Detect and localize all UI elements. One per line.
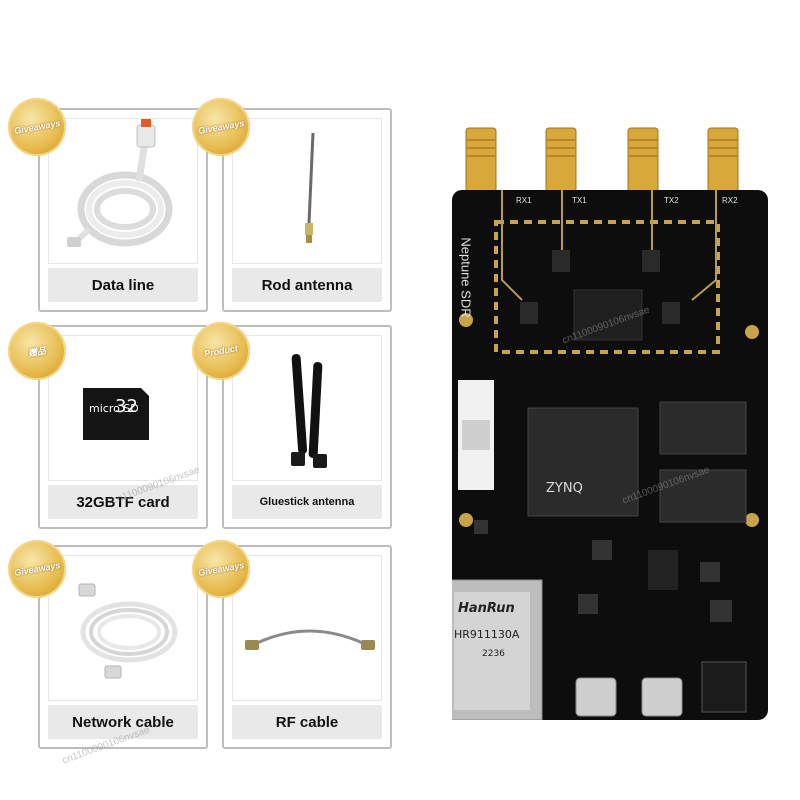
accessory-label: 32GBTF card xyxy=(48,485,198,519)
port-label-rx1: RX1 xyxy=(516,196,532,205)
gluestick-antenna-photo xyxy=(232,335,382,481)
eth-model-label: HR911130A xyxy=(454,628,520,641)
eth-code-label: 2236 xyxy=(482,649,505,659)
fpga-label: ZYNQ xyxy=(546,481,583,496)
product-badge: Product xyxy=(192,322,250,380)
rod-antenna-photo xyxy=(232,118,382,264)
giveaway-badge: Giveaways xyxy=(8,98,66,156)
board-name-label: Neptune SDR xyxy=(458,237,474,318)
accessory-label: Gluestick antenna xyxy=(232,485,382,519)
accessory-label: RF cable xyxy=(232,705,382,739)
tf-card-sub-text: micro SD xyxy=(89,402,139,415)
accessory-card-rod-antenna: Rod antenna xyxy=(222,108,392,312)
network-cable-photo xyxy=(48,555,198,701)
accessory-label: Network cable xyxy=(48,705,198,739)
accessory-card-data-line: Data line xyxy=(38,108,208,312)
accessory-card-rf-cable: RF cable xyxy=(222,545,392,749)
tf-card-capacity-text: 32 xyxy=(115,396,138,417)
usb-cable-photo xyxy=(48,118,198,264)
accessory-label: Rod antenna xyxy=(232,268,382,302)
rf-cable-photo xyxy=(232,555,382,701)
eth-brand-label: HanRun xyxy=(458,601,515,616)
accessory-card-network-cable: Network cable xyxy=(38,545,208,749)
port-label-rx2: RX2 xyxy=(722,196,738,205)
giveaway-badge: Giveaways xyxy=(192,540,250,598)
giveaway-badge: Giveaways xyxy=(192,98,250,156)
sdr-board: ZYNQ HanRun HR911130A 2236 Neptune SDR R… xyxy=(441,190,768,721)
port-label-tx1: TX1 xyxy=(572,196,587,205)
port-label-tx2: TX2 xyxy=(664,196,679,205)
gift-badge: 赠品 xyxy=(8,322,66,380)
giveaway-badge: Giveaways xyxy=(8,540,66,598)
accessory-card-tf-card: micro SD 32 32GBTF card xyxy=(38,325,208,529)
accessory-card-gluestick-antenna: Gluestick antenna xyxy=(222,325,392,529)
accessory-label: Data line xyxy=(48,268,198,302)
tf-card-photo: micro SD 32 xyxy=(48,335,198,481)
